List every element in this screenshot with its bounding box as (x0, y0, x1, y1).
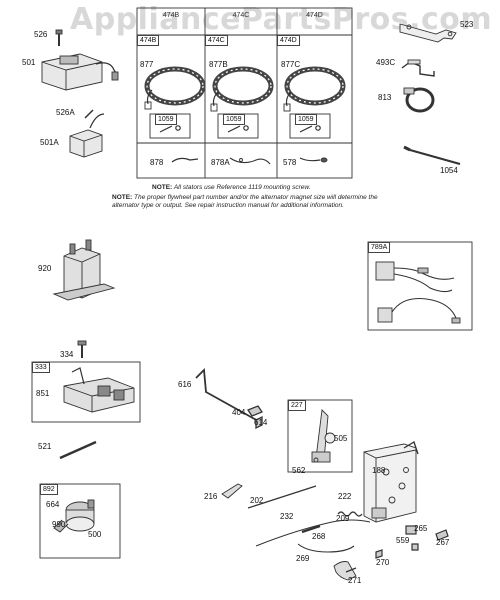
note-2-text: The proper flywheel part number and/or t… (112, 194, 378, 209)
control-bracket-222 (363, 441, 419, 523)
part-404[interactable]: 404 (232, 408, 246, 417)
part-878A[interactable]: 878A (211, 158, 230, 167)
part-877[interactable]: 877 (140, 60, 154, 69)
part-202[interactable]: 202 (250, 496, 264, 505)
part-920[interactable]: 920 (38, 264, 52, 273)
part-523[interactable]: 523 (460, 20, 474, 29)
box-label-474C: 474C (205, 35, 228, 46)
box-label-474D: 474D (277, 35, 300, 46)
part-271[interactable]: 271 (348, 576, 362, 585)
cable-232 (255, 519, 371, 547)
part-526[interactable]: 526 (34, 30, 48, 39)
part-505[interactable]: 505 (334, 434, 348, 443)
clip-493C (401, 59, 435, 77)
spring-209 (337, 511, 363, 517)
ignition-module-851 (63, 367, 135, 413)
box-label-892: 892 (40, 484, 58, 495)
part-851[interactable]: 851 (36, 389, 50, 398)
ignition-module-box-333 (31, 361, 141, 423)
box-label-333: 333 (32, 362, 50, 373)
part-878[interactable]: 878 (150, 158, 164, 167)
clamp-813 (403, 87, 435, 113)
regulator-501 (41, 53, 119, 91)
stator-header-474B: 474B (162, 12, 180, 19)
box-label-1059-b: 1059 (223, 114, 245, 125)
harness-box-789A (367, 241, 473, 331)
stator-header-474C: 474C (232, 12, 250, 19)
part-1054[interactable]: 1054 (440, 166, 458, 175)
governor-box-227 (287, 399, 353, 473)
part-990[interactable]: 990 (52, 520, 66, 529)
box-label-1059-c: 1059 (295, 114, 317, 125)
part-813[interactable]: 813 (378, 93, 392, 102)
part-209[interactable]: 209 (336, 514, 350, 523)
part-270[interactable]: 270 (376, 558, 390, 567)
part-501A[interactable]: 501A (40, 138, 59, 147)
note-1-text: All stators use Reference 1119 mounting … (173, 184, 311, 191)
part-559[interactable]: 559 (396, 536, 410, 545)
part-232[interactable]: 232 (280, 512, 294, 521)
part-222[interactable]: 222 (338, 492, 352, 501)
part-877C[interactable]: 877C (281, 60, 301, 69)
part-526A[interactable]: 526A (56, 108, 75, 117)
cable-268 (297, 543, 355, 553)
lever-616 (195, 368, 261, 423)
part-268[interactable]: 268 (312, 532, 326, 541)
solenoid-920 (52, 239, 116, 301)
box-label-474B: 474B (137, 35, 160, 46)
part-493C[interactable]: 493C (376, 58, 396, 67)
wire-harness-789A (375, 261, 461, 324)
part-267[interactable]: 267 (436, 538, 450, 547)
stator-coil-877B (210, 66, 274, 112)
part-664[interactable]: 664 (46, 500, 60, 509)
part-188[interactable]: 188 (372, 466, 386, 475)
box-label-1059-a: 1059 (155, 114, 177, 125)
box-label-227: 227 (288, 400, 306, 411)
part-334[interactable]: 334 (60, 350, 74, 359)
stator-header-474D: 474D (306, 12, 323, 19)
part-521[interactable]: 521 (38, 442, 52, 451)
bracket-523 (399, 23, 457, 43)
key-switch-box-892 (39, 483, 121, 559)
part-877B[interactable]: 877B (209, 60, 228, 69)
part-614[interactable]: 614 (254, 418, 268, 427)
note-2-heading: NOTE: (112, 194, 133, 201)
knob-271 (333, 561, 357, 581)
stator-coil-877C (283, 66, 346, 112)
key-switch-664 (53, 499, 95, 533)
note-stator-screw: NOTE: All stators use Reference 1119 mou… (152, 184, 372, 192)
part-500[interactable]: 500 (88, 530, 102, 539)
part-216[interactable]: 216 (204, 492, 218, 501)
stator-table-frame (136, 7, 353, 179)
part-578[interactable]: 578 (283, 158, 297, 167)
part-269[interactable]: 269 (296, 554, 310, 563)
screw-526 (55, 29, 63, 46)
box-label-789A: 789A (368, 242, 391, 253)
part-265[interactable]: 265 (414, 524, 428, 533)
part-616[interactable]: 616 (178, 380, 192, 389)
tie-1054 (403, 145, 461, 165)
part-562[interactable]: 562 (292, 466, 306, 475)
rod-202 (247, 485, 317, 509)
note-flywheel: NOTE: The proper flywheel part number an… (112, 194, 382, 210)
link-216 (221, 483, 243, 499)
governor-lever-227 (311, 409, 336, 463)
regulator-501A (69, 109, 105, 158)
part-501[interactable]: 501 (22, 58, 36, 67)
rod-521 (59, 440, 97, 460)
note-1-heading: NOTE: (152, 184, 173, 191)
stator-coil-877 (144, 66, 206, 110)
